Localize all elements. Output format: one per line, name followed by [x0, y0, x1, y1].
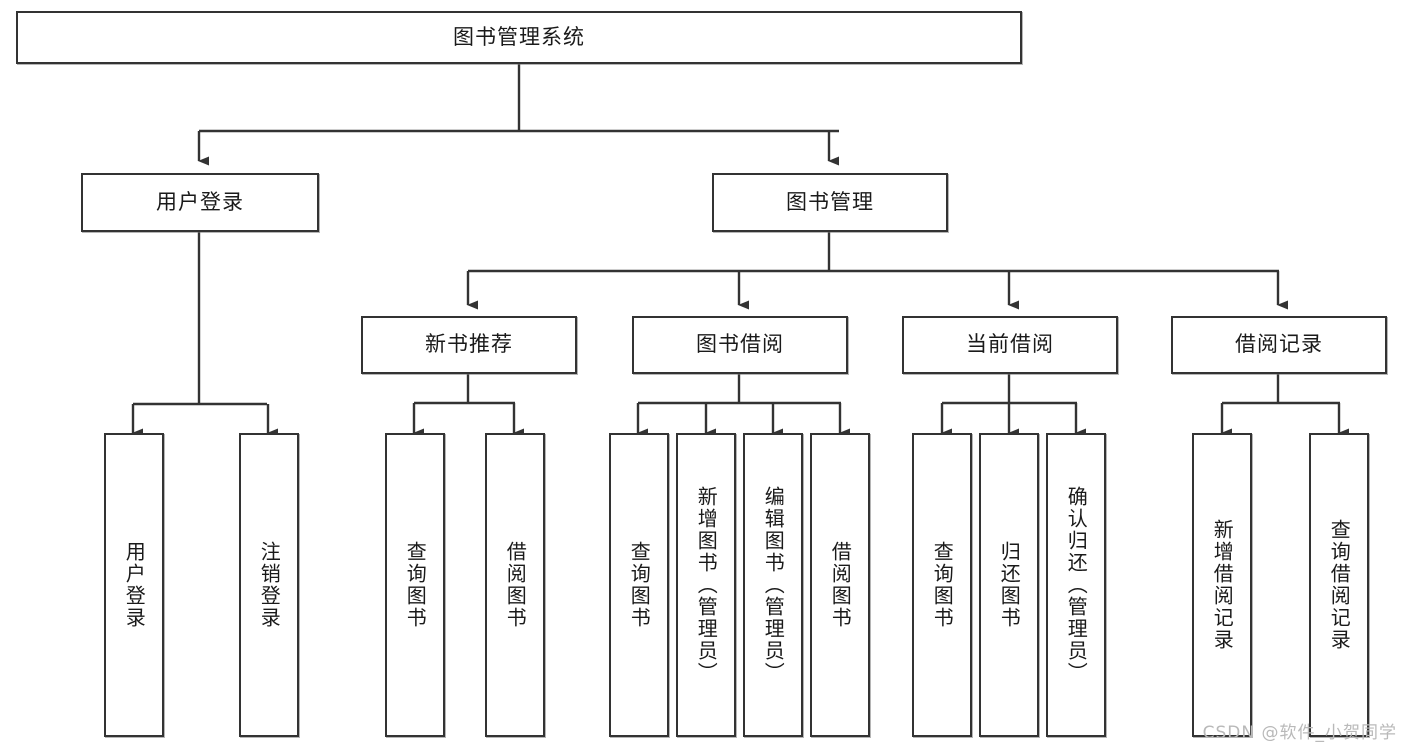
node-leaf-query-book-recommend-label: 查询图书 [403, 541, 428, 629]
node-leaf-query-book-borrow[interactable]: 查询图书 [609, 433, 669, 737]
node-user-login[interactable]: 用户登录 [81, 173, 319, 232]
node-root-system[interactable]: 图书管理系统 [16, 11, 1022, 64]
node-leaf-borrow-book-label: 借阅图书 [828, 541, 853, 629]
node-leaf-query-borrow-record[interactable]: 查询借阅记录 [1309, 433, 1369, 737]
node-leaf-confirm-return-admin-label: 确认归还（管理员） [1064, 486, 1089, 684]
node-current-borrow[interactable]: 当前借阅 [902, 316, 1118, 374]
node-new-book-recommend[interactable]: 新书推荐 [361, 316, 577, 374]
node-leaf-borrow-book-recommend[interactable]: 借阅图书 [485, 433, 545, 737]
node-leaf-add-borrow-record-label: 新增借阅记录 [1210, 519, 1235, 651]
node-leaf-borrow-book-recommend-label: 借阅图书 [503, 541, 528, 629]
watermark-text: CSDN @软件_小贺同学 [1202, 723, 1397, 743]
node-user-login-label: 用户登录 [156, 189, 244, 214]
node-leaf-edit-book-admin[interactable]: 编辑图书（管理员） [743, 433, 803, 737]
node-leaf-user-login[interactable]: 用户登录 [104, 433, 164, 737]
node-book-borrow[interactable]: 图书借阅 [632, 316, 848, 374]
node-leaf-add-book-admin[interactable]: 新增图书（管理员） [676, 433, 736, 737]
node-leaf-query-book-current-label: 查询图书 [930, 541, 955, 629]
node-book-manage[interactable]: 图书管理 [712, 173, 948, 232]
node-borrow-record[interactable]: 借阅记录 [1171, 316, 1387, 374]
node-leaf-add-borrow-record[interactable]: 新增借阅记录 [1192, 433, 1252, 737]
node-current-borrow-label: 当前借阅 [966, 332, 1054, 357]
node-leaf-confirm-return-admin[interactable]: 确认归还（管理员） [1046, 433, 1106, 737]
node-leaf-add-book-admin-label: 新增图书（管理员） [694, 486, 719, 684]
node-book-manage-label: 图书管理 [786, 189, 874, 214]
node-borrow-record-label: 借阅记录 [1235, 332, 1323, 357]
node-book-borrow-label: 图书借阅 [696, 332, 784, 357]
node-leaf-query-book-borrow-label: 查询图书 [627, 541, 652, 629]
node-leaf-query-borrow-record-label: 查询借阅记录 [1327, 519, 1352, 651]
node-leaf-borrow-book[interactable]: 借阅图书 [810, 433, 870, 737]
node-leaf-user-login-label: 用户登录 [122, 541, 147, 629]
node-new-book-recommend-label: 新书推荐 [425, 332, 513, 357]
node-leaf-logout[interactable]: 注销登录 [239, 433, 299, 737]
node-leaf-return-book[interactable]: 归还图书 [979, 433, 1039, 737]
node-root-system-label: 图书管理系统 [453, 24, 585, 49]
node-leaf-query-book-recommend[interactable]: 查询图书 [385, 433, 445, 737]
node-leaf-query-book-current[interactable]: 查询图书 [912, 433, 972, 737]
node-leaf-edit-book-admin-label: 编辑图书（管理员） [761, 486, 786, 684]
node-leaf-return-book-label: 归还图书 [997, 541, 1022, 629]
node-leaf-logout-label: 注销登录 [257, 541, 282, 629]
